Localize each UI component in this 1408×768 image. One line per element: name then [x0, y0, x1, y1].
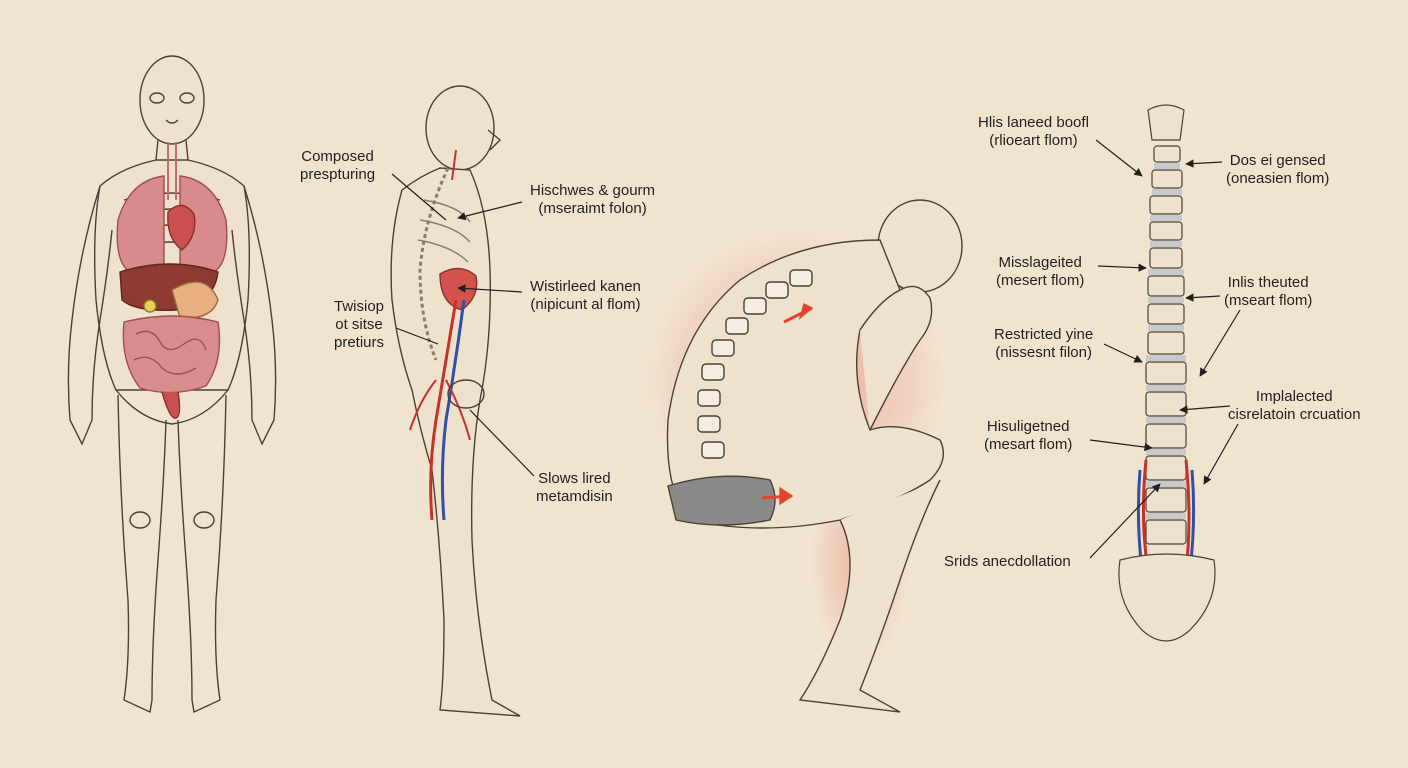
label-dos: Dos ei gensed (oneasien flom) — [1226, 152, 1330, 187]
leader-implicated-2 — [1203, 423, 1239, 485]
front-body-figure — [67, 55, 277, 714]
hunched-figure — [646, 199, 963, 713]
label-hisuligetned: Hisuligetned (mesart flom) — [984, 418, 1073, 453]
label-srids: Srids anecdollation — [944, 553, 1071, 570]
leader-restricted — [1103, 343, 1143, 363]
label-misslageited: Misslageited (mesert flom) — [996, 254, 1085, 289]
leader-dos — [1185, 159, 1223, 168]
label-hlis: Hlis laneed boofl (rlioeart flom) — [978, 114, 1089, 149]
leader-hisuligetned — [1089, 439, 1153, 452]
leader-hlis — [1095, 139, 1143, 177]
label-implicated: Implalected cisrelatoin crcuation — [1228, 388, 1361, 423]
label-hischwes: Hischwes & gourm (mseraimt folon) — [530, 182, 656, 217]
label-inlis: Inlis theuted (mseart flom) — [1224, 274, 1313, 309]
leader-wistirleed — [457, 284, 523, 293]
leader-misslageited — [1097, 263, 1147, 272]
leader-inlis — [1185, 293, 1221, 302]
side-body-figure — [390, 85, 521, 717]
leader-slows — [469, 409, 535, 477]
leader-srids — [1089, 483, 1161, 559]
leader-implicated — [1179, 405, 1231, 414]
leader-lines — [391, 139, 1241, 559]
label-restricted: Restricted yine (nissesnt filon) — [994, 326, 1094, 361]
label-compressed: Composed prespturing — [300, 148, 376, 183]
label-wistirleed: Wistirleed kanen (nipicunt al flom) — [530, 278, 641, 313]
label-twisiop: Twisiop ot sitse pretiurs — [334, 298, 385, 351]
leader-compressed — [391, 173, 447, 221]
leader-twisiop — [395, 327, 439, 345]
leader-hischwes — [457, 201, 523, 221]
label-slows: Slows lired metamdisin — [536, 470, 613, 505]
spine-column — [1118, 104, 1216, 642]
leader-inlis-2 — [1199, 309, 1241, 377]
